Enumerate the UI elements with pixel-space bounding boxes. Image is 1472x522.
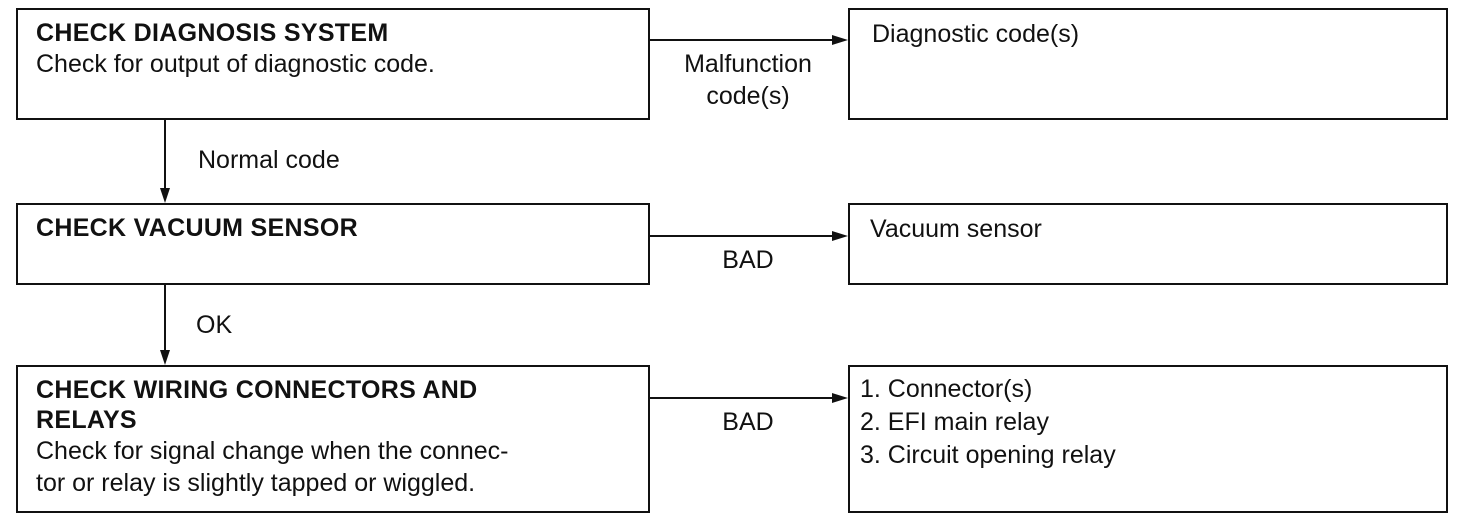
arrowhead-ok <box>160 350 170 365</box>
edge-label-line: Malfunction <box>684 50 812 78</box>
step-check-wiring-connectors-and-relays: CHECK WIRING CONNECTORS AND RELAYS Check… <box>16 365 650 513</box>
edge-label-normal-code: Normal code <box>198 146 340 174</box>
result-item: 3. Circuit opening relay <box>860 441 1116 469</box>
result-item: 2. EFI main relay <box>860 408 1049 436</box>
edge-label-bad-wiring: BAD <box>722 408 774 436</box>
step-title: CHECK DIAGNOSIS SYSTEM <box>36 19 389 47</box>
result-diagnostic-codes: Diagnostic code(s) <box>848 8 1448 120</box>
result-item: Diagnostic code(s) <box>872 20 1080 48</box>
edge-label-ok: OK <box>196 311 233 339</box>
result-vacuum-sensor: Vacuum sensor <box>848 203 1448 285</box>
arrowhead-bad-wiring <box>832 393 848 403</box>
result-wiring-items: 1. Connector(s) 2. EFI main relay 3. Cir… <box>848 365 1448 513</box>
step-title: CHECK WIRING CONNECTORS AND <box>36 376 478 404</box>
step-check-vacuum-sensor: CHECK VACUUM SENSOR <box>16 203 650 285</box>
arrowhead-normal-code <box>160 188 170 203</box>
arrowhead-bad-vacuum <box>832 231 848 241</box>
step-check-diagnosis-system: CHECK DIAGNOSIS SYSTEM Check for output … <box>16 8 650 120</box>
step-title: RELAYS <box>36 406 137 434</box>
step-description: Check for signal change when the connec- <box>36 437 509 465</box>
result-item: 1. Connector(s) <box>860 375 1033 403</box>
step-title: CHECK VACUUM SENSOR <box>36 214 358 242</box>
step-description: Check for output of diagnostic code. <box>36 50 435 78</box>
result-item: Vacuum sensor <box>870 215 1042 243</box>
arrowhead-malfunction <box>832 35 848 45</box>
edge-label-line: code(s) <box>706 82 790 110</box>
edge-label-bad-vacuum: BAD <box>722 246 774 274</box>
step-description: tor or relay is slightly tapped or wiggl… <box>36 469 476 497</box>
edge-label-malfunction-codes: Malfunction code(s) <box>658 48 838 112</box>
